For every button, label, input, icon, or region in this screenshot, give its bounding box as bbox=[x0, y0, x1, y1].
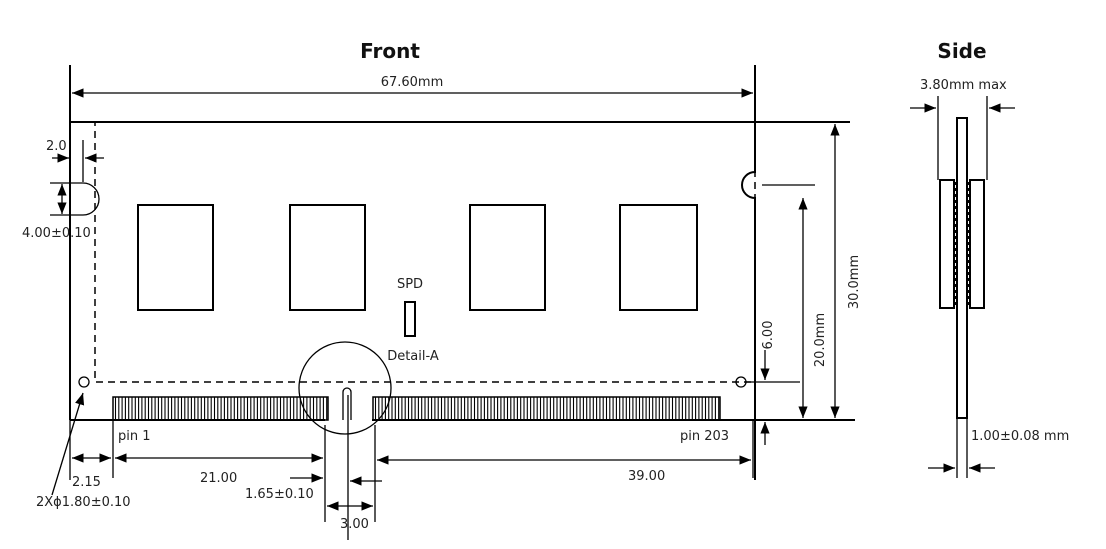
edge-dimension: 2.0 bbox=[46, 139, 67, 154]
key-notch bbox=[342, 387, 352, 420]
offset-dimension: 2.15 bbox=[72, 475, 101, 490]
hole-dimension: 2Xϕ1.80±0.10 bbox=[36, 495, 131, 510]
dram-chip-4 bbox=[619, 204, 698, 311]
side-module bbox=[939, 117, 985, 419]
spd-chip bbox=[404, 301, 416, 337]
thickness-dimension: 3.80mm max bbox=[920, 78, 1007, 93]
detail-a-label: Detail-A bbox=[387, 349, 439, 364]
pin-row bbox=[372, 396, 721, 421]
left-pins-dimension: 21.00 bbox=[200, 471, 237, 486]
dram-chip-3 bbox=[469, 204, 546, 311]
notch-dimension: 4.00±0.10 bbox=[22, 226, 91, 241]
mid-height-dimension: 20.0mm bbox=[813, 313, 828, 367]
width-dimension: 67.60mm bbox=[381, 75, 444, 90]
pin-row bbox=[112, 396, 329, 421]
memory-chips bbox=[137, 204, 698, 337]
key-dimension: 1.65±0.10 bbox=[245, 487, 314, 502]
dram-chip-1 bbox=[137, 204, 214, 311]
pin-1-label: pin 1 bbox=[118, 429, 151, 444]
key-width-dimension: 3.00 bbox=[340, 517, 369, 532]
side-title: Side bbox=[937, 39, 986, 63]
front-title: Front bbox=[360, 39, 420, 63]
right-pins-dimension: 39.00 bbox=[628, 469, 665, 484]
pins-right bbox=[372, 396, 721, 421]
height-dimension: 30.0mm bbox=[847, 255, 862, 309]
hole-height-dimension: 6.00 bbox=[761, 321, 776, 350]
detail-a-circle bbox=[298, 341, 392, 435]
pcb-thickness-dimension: 1.00±0.08 mm bbox=[971, 429, 1069, 444]
spd-label: SPD bbox=[397, 277, 423, 292]
pin-203-label: pin 203 bbox=[680, 429, 729, 444]
dram-chip-2 bbox=[289, 204, 366, 311]
pins-left bbox=[112, 396, 329, 421]
